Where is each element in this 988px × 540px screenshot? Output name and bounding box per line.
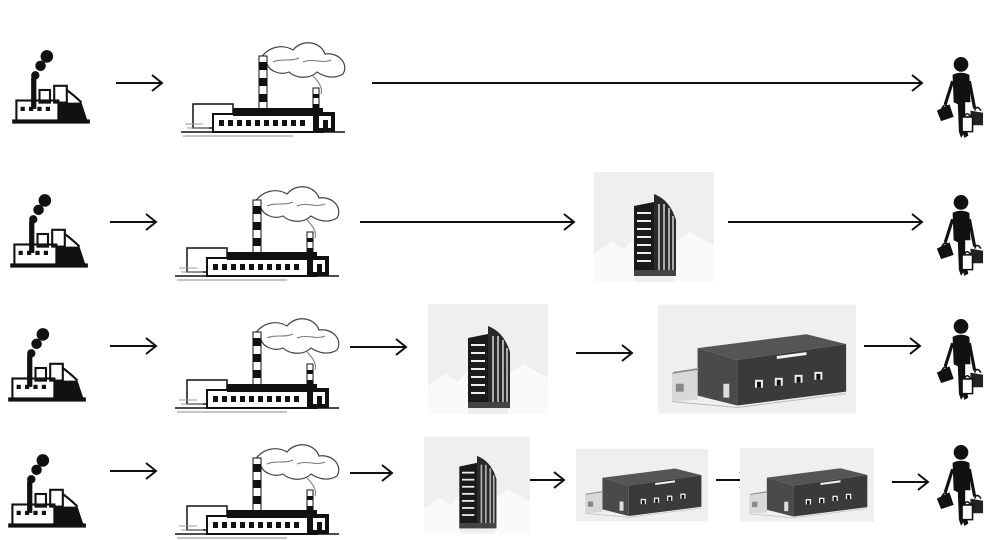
flow-arrow xyxy=(110,336,158,356)
shopper-icon xyxy=(934,318,988,402)
flow-arrow xyxy=(728,212,924,232)
power-plant xyxy=(164,430,350,540)
flow-arrow xyxy=(530,470,566,490)
office-building xyxy=(426,304,550,414)
flow-arrow xyxy=(110,461,158,481)
warehouse xyxy=(658,304,856,414)
power-plant xyxy=(164,304,350,414)
warehouse xyxy=(576,430,708,540)
factory-icon xyxy=(8,48,92,132)
flow-arrow xyxy=(350,337,408,357)
flow-arrow xyxy=(892,472,930,492)
warehouse xyxy=(740,430,874,540)
flow-arrow xyxy=(110,212,158,232)
power-plant xyxy=(170,28,356,138)
factory-icon xyxy=(6,192,90,276)
shopper-icon xyxy=(934,444,988,528)
flow-arrow xyxy=(350,463,394,483)
office-building xyxy=(424,432,530,538)
shopper-icon xyxy=(934,56,988,140)
office-building xyxy=(592,172,716,282)
flow-arrow xyxy=(372,73,924,93)
flow-arrow xyxy=(576,343,634,363)
flow-arrow xyxy=(360,212,576,232)
factory-icon xyxy=(4,452,88,536)
shopper-icon xyxy=(934,194,988,278)
power-plant xyxy=(164,172,350,282)
flow-arrow xyxy=(116,73,164,93)
flow-arrow xyxy=(864,336,922,356)
factory-icon xyxy=(4,326,88,410)
